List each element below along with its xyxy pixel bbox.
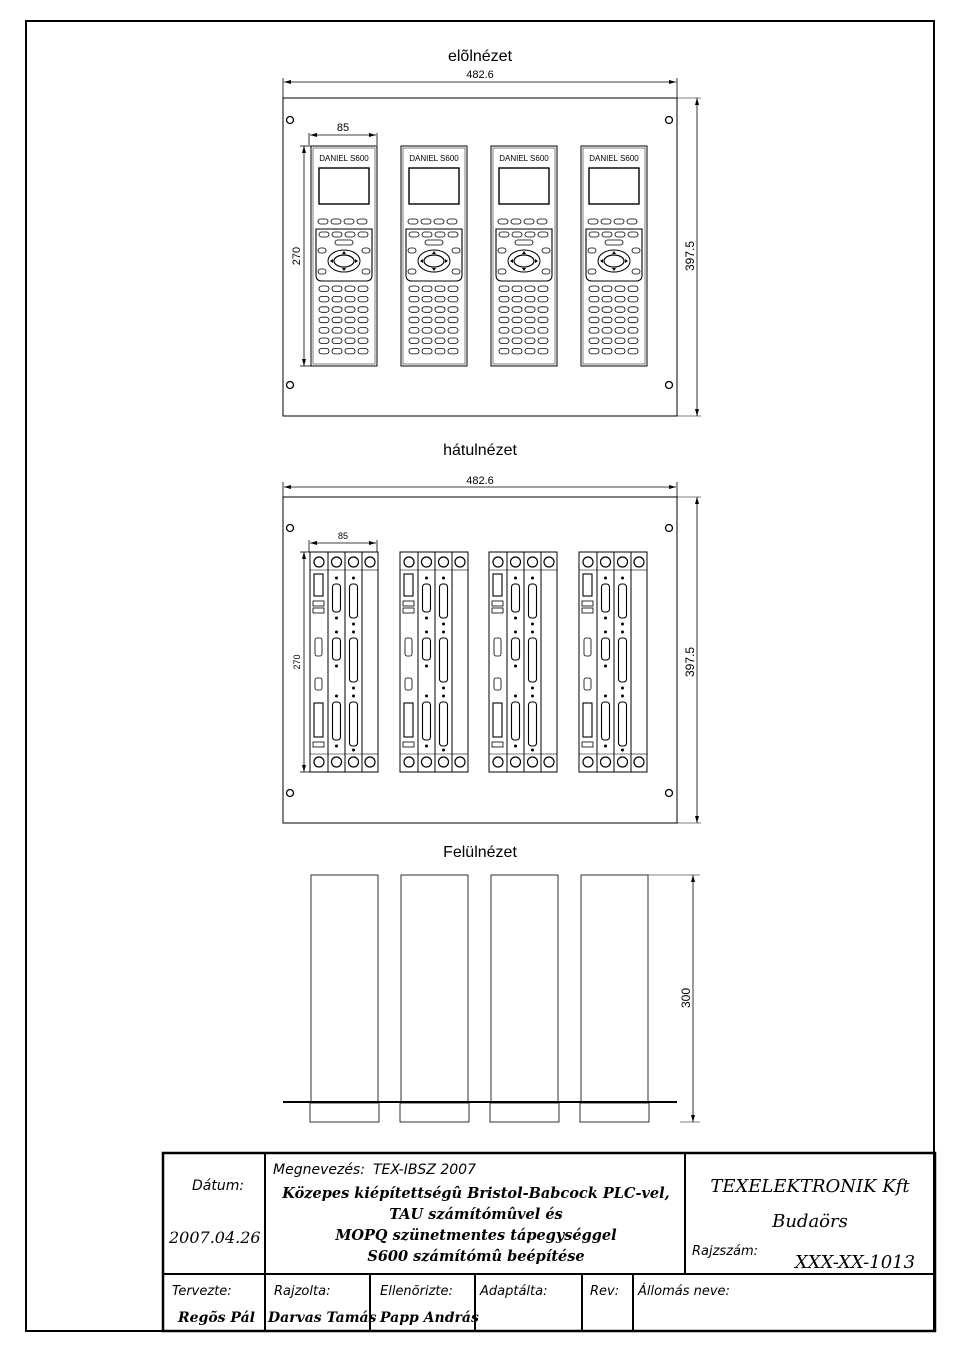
back-module — [399, 551, 469, 773]
svg-text:482.6: 482.6 — [466, 475, 494, 487]
company-name: TEXELEKTRONIK Kft — [710, 1176, 910, 1197]
company-city: Budaörs — [771, 1211, 848, 1232]
back-height-dimension: 270 — [292, 551, 312, 773]
svg-text:482.6: 482.6 — [466, 69, 494, 81]
rev-label: Rev: — [590, 1284, 619, 1299]
designed-by: Regõs Pál — [177, 1309, 255, 1326]
svg-text:270: 270 — [291, 247, 303, 265]
module-label: DANIEL S600 — [409, 154, 459, 163]
back-module — [309, 551, 379, 773]
checked-label: Ellenõrizte: — [380, 1284, 453, 1299]
top-module — [399, 874, 470, 1123]
module-label: DANIEL S600 — [589, 154, 639, 163]
drawn-label: Rajzolta: — [274, 1284, 330, 1299]
front-module: DANIEL S600 — [490, 145, 558, 367]
top-module — [579, 874, 650, 1123]
description-line-2: TAU számítómûvel és — [389, 1206, 562, 1223]
designed-label: Tervezte: — [172, 1284, 232, 1299]
svg-text:270: 270 — [292, 654, 302, 669]
top-module — [309, 874, 380, 1123]
front-view-title: elõlnézet — [448, 48, 513, 65]
date-value: 2007.04.26 — [168, 1228, 261, 1247]
front-module: DANIEL S600 — [580, 145, 648, 367]
adapted-label: Adaptálta: — [479, 1284, 547, 1299]
description-line-1: Közepes kiépítettségû Bristol-Babcock PL… — [281, 1185, 669, 1202]
back-panel — [282, 496, 678, 824]
date-label: Dátum: — [192, 1178, 244, 1194]
svg-text:397.5: 397.5 — [683, 241, 697, 271]
outer-frame — [25, 20, 935, 1332]
svg-text:397.5: 397.5 — [683, 647, 697, 677]
front-total-height-dimension: 397.5 — [677, 97, 701, 417]
front-width-dimension: 482.6 — [282, 69, 678, 98]
top-depth-dimension: 300 — [648, 874, 700, 1123]
front-module-dimension: 85 — [308, 122, 378, 145]
back-total-height-dimension: 397.5 — [677, 496, 701, 824]
back-width-dimension: 482.6 — [282, 475, 678, 498]
description-line-4: S600 számítómû beépítése — [367, 1248, 584, 1265]
drawn-by: Darvas Tamás — [267, 1310, 377, 1326]
svg-text:85: 85 — [337, 122, 349, 134]
back-module-dimension: 85 — [308, 531, 378, 552]
top-modules — [309, 874, 650, 1123]
station-name-label: Állomás neve: — [637, 1283, 730, 1299]
front-panel — [282, 97, 678, 417]
checked-by: Papp András — [379, 1310, 479, 1326]
back-module — [488, 551, 558, 773]
description-line-3: MOPQ szünetmentes tápegységgel — [334, 1227, 617, 1244]
name-label: Megnevezés:TEX-IBSZ 2007 — [273, 1162, 476, 1178]
title-block — [161, 1151, 937, 1333]
back-mount-holes — [285, 523, 674, 798]
front-mount-holes — [285, 115, 674, 390]
drawing-number-label: Rajzszám: — [692, 1244, 758, 1259]
back-module — [578, 551, 648, 773]
module-label: DANIEL S600 — [499, 154, 549, 163]
front-height-dimension: 270 — [291, 145, 312, 367]
front-module: DANIEL S600 — [310, 145, 378, 367]
top-module — [489, 874, 560, 1123]
back-view-title: hátulnézet — [443, 442, 517, 459]
back-modules — [309, 551, 648, 773]
front-modules: DANIEL S600 DANIEL S600 DANIEL S600 DANIEL … — [310, 145, 648, 367]
svg-text:85: 85 — [338, 531, 348, 541]
module-label: DANIEL S600 — [319, 154, 369, 163]
drawing-number: XXX-XX-1013 — [793, 1252, 915, 1273]
front-module: DANIEL S600 — [400, 145, 468, 367]
svg-text:300: 300 — [679, 988, 693, 1008]
top-view-title: Felülnézet — [443, 844, 517, 861]
